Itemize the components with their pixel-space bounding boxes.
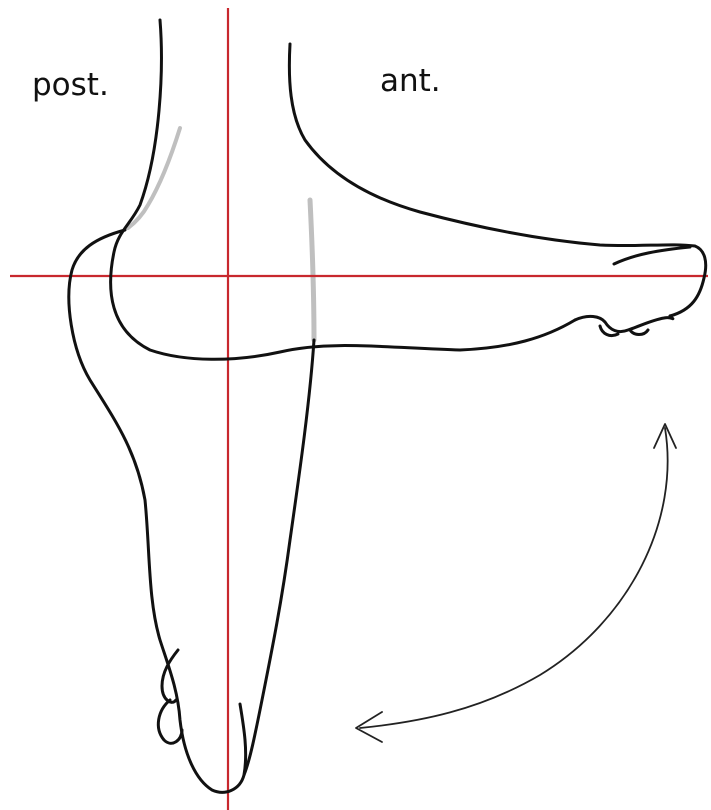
rotation-arrow [356, 424, 676, 742]
plantarflexed-foot [69, 230, 314, 792]
plantar-toes [158, 650, 182, 743]
axis-lines [10, 8, 708, 810]
label-posterior: post. [32, 70, 109, 101]
toe-crease [614, 247, 690, 264]
arrow-arc [360, 428, 668, 728]
shin-front-outline [244, 340, 314, 775]
label-anterior: ant. [380, 66, 441, 97]
shin-shading [310, 200, 314, 340]
posterior-leg-outline [111, 20, 575, 359]
pencil-shading [128, 128, 314, 340]
toes [575, 316, 673, 336]
heel-outline [69, 230, 246, 792]
